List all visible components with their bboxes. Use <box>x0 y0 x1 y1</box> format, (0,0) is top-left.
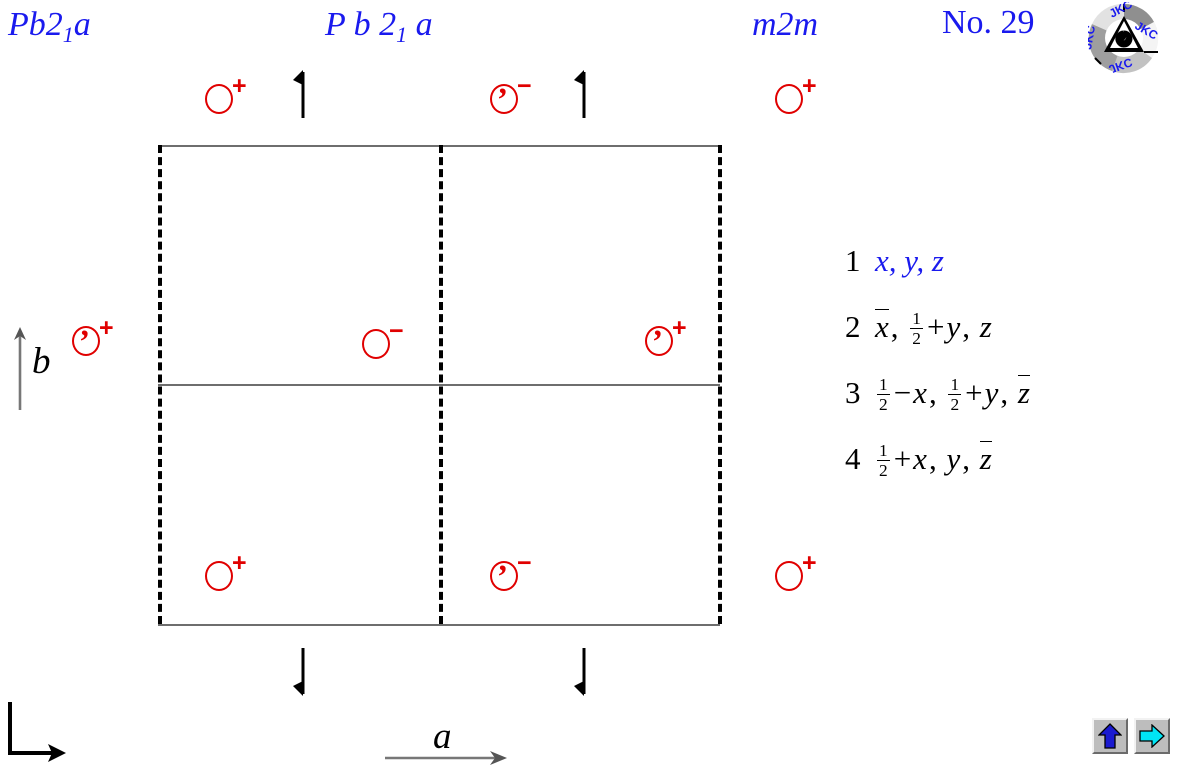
comma-icon <box>80 331 93 351</box>
comma-icon <box>498 89 511 109</box>
comma-icon <box>498 566 511 586</box>
symbol-bottom-right-plus: + <box>775 551 821 597</box>
symbol-mid-left-comma-plus: + <box>72 316 118 362</box>
plus-sign-label: + <box>802 72 817 100</box>
screw-axis-bottom-right-icon <box>574 648 586 696</box>
operation-number: 2 <box>845 309 861 344</box>
symbol-top-left-plus: + <box>205 74 251 120</box>
circle-icon <box>775 84 803 114</box>
short-symbol-suffix: a <box>73 6 91 43</box>
plus-sign-label: + <box>99 314 114 342</box>
symbol-bottom-left-plus: + <box>205 551 251 597</box>
a-axis-indicator: a <box>385 718 530 770</box>
plus-sign-label: + <box>232 72 247 100</box>
glide-plane-left <box>158 145 162 624</box>
minus-sign-label: − <box>389 317 404 345</box>
short-hermann-mauguin-symbol: Pb21a <box>8 6 91 46</box>
glide-plane-right <box>718 145 722 624</box>
symbol-mid-center-minus: − <box>362 319 408 365</box>
cell-bottom-edge <box>158 624 720 626</box>
short-symbol-prefix: Pb2 <box>8 6 63 43</box>
operation-number: 3 <box>845 375 861 410</box>
comma-icon <box>653 331 666 351</box>
logo-text-4: JKC <box>1088 24 1098 50</box>
full-hermann-mauguin-symbol: P b 21 a <box>325 6 433 46</box>
full-symbol-subscript: 1 <box>396 22 408 47</box>
point-group-label: m2m <box>752 6 819 43</box>
a-axis-label: a <box>433 716 452 757</box>
circle-icon <box>205 84 233 114</box>
a-axis-arrow-icon <box>385 751 507 765</box>
space-group-number-label: No. 29 <box>942 4 1035 41</box>
screw-axis-bottom-left-icon <box>293 648 305 696</box>
origin-axes-marker <box>8 702 66 762</box>
jkc-logo: JKC JKC JKC JKC <box>1088 2 1160 74</box>
up-arrow-icon <box>1098 723 1122 749</box>
glide-plane-mid <box>439 145 443 624</box>
screw-axis-top-left-icon <box>293 70 305 118</box>
symbol-bottom-mid-comma-minus: − <box>490 551 536 597</box>
symbol-top-right-plus: + <box>775 74 821 120</box>
symmetry-operation-row-1: 1 x, y, z <box>845 243 1165 309</box>
minus-sign-label: − <box>517 549 532 577</box>
symbol-top-mid-comma-minus: − <box>490 74 536 120</box>
plus-sign-label: + <box>232 549 247 577</box>
b-axis-indicator: b <box>8 325 78 410</box>
full-symbol-suffix: a <box>407 6 433 43</box>
unit-cell-frame <box>158 145 722 626</box>
short-symbol-subscript: 1 <box>62 22 74 47</box>
circle-icon <box>775 561 803 591</box>
full-symbol-prefix: P b 2 <box>325 6 397 43</box>
nav-up-button[interactable] <box>1092 718 1128 754</box>
circle-icon <box>205 561 233 591</box>
operation-expression: x, y, z <box>875 243 944 278</box>
right-arrow-icon <box>1139 724 1165 748</box>
operation-number: 4 <box>845 441 861 476</box>
b-axis-label: b <box>32 341 51 382</box>
circle-icon <box>362 329 390 359</box>
screw-axis-top-right-icon <box>574 70 586 118</box>
minus-sign-label: − <box>517 72 532 100</box>
operation-number: 1 <box>845 243 861 278</box>
plus-sign-label: + <box>672 314 687 342</box>
navigation-buttons <box>1092 718 1170 754</box>
plus-sign-label: + <box>802 549 817 577</box>
nav-right-button[interactable] <box>1134 718 1170 754</box>
b-axis-arrow-icon <box>14 327 26 410</box>
symbol-mid-right-comma-plus: + <box>645 316 691 362</box>
